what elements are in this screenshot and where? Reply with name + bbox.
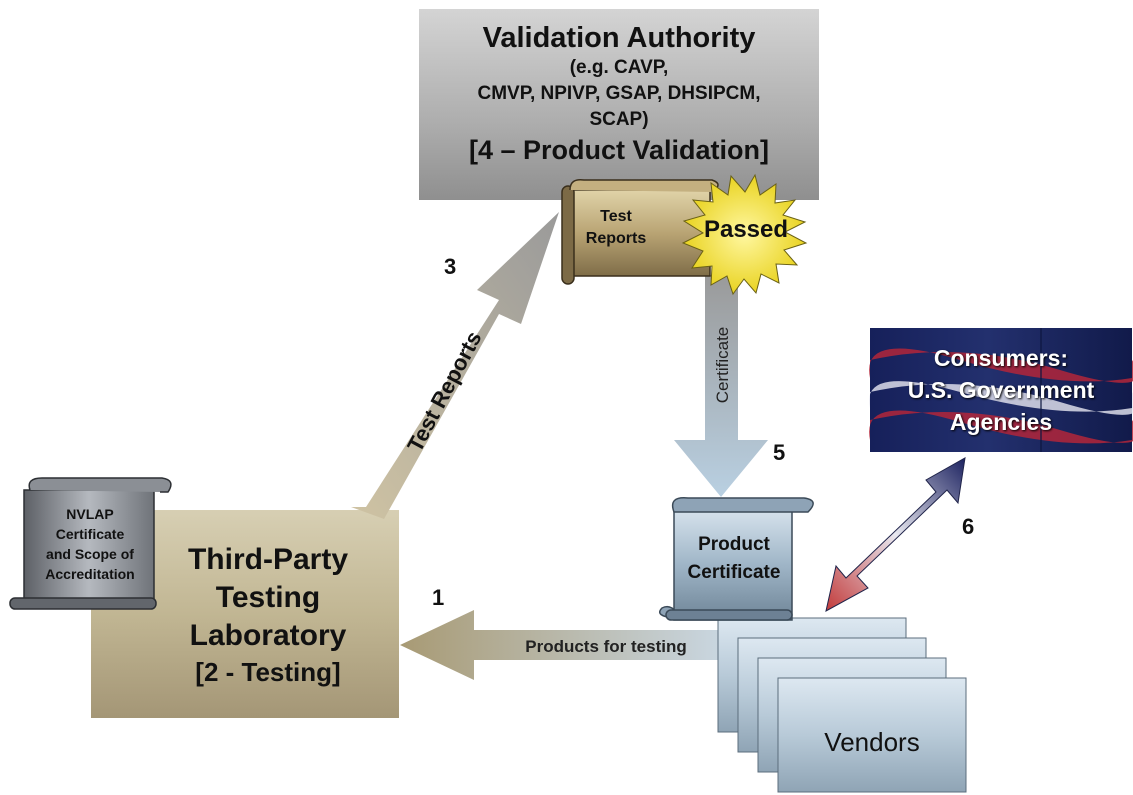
nvlap-scroll-text: NVLAP Certificate and Scope of Accredita…	[30, 496, 150, 592]
certificate-arrow	[674, 275, 768, 497]
product-certificate-line1: Product	[698, 534, 770, 555]
purchase-arrow-label: Purchase	[847, 508, 905, 569]
consumers-line2: U.S. Government	[907, 377, 1095, 403]
product-certificate-line2: Certificate	[687, 562, 781, 583]
testing-laboratory-text: Third-Party Testing Laboratory [2 - Test…	[148, 530, 388, 700]
step-number-3: 3	[444, 254, 457, 279]
nvlap-line4: Accreditation	[45, 566, 135, 582]
test-reports-line1: Test	[600, 208, 632, 225]
validation-authority-title: Validation Authority	[482, 22, 756, 54]
step-number-5: 5	[773, 440, 786, 465]
certificate-arrow-label: Certificate	[713, 327, 732, 404]
passed-starburst	[681, 173, 808, 296]
validation-authority-text: Validation Authority (e.g. CAVP, CMVP, N…	[419, 14, 819, 174]
consumers-line1: Consumers:	[933, 345, 1069, 371]
product-certificate-text: Product Certificate	[676, 528, 792, 590]
nvlap-line2: Certificate	[55, 526, 125, 542]
consumers-line3: Agencies	[949, 409, 1053, 435]
validation-authority-box	[419, 9, 819, 200]
validation-authority-step: [4 – Product Validation]	[468, 135, 770, 165]
product-certificate-scroll	[659, 497, 814, 621]
test-reports-line2: Reports	[585, 230, 647, 247]
test-reports-arrow-label: Test Reports	[402, 327, 486, 456]
nvlap-line3: and Scope of	[46, 546, 134, 562]
validation-authority-example-line1: (e.g. CAVP,	[569, 57, 669, 78]
step-number-6: 6	[962, 514, 975, 539]
nvlap-line1: NVLAP	[66, 506, 114, 522]
lab-line1: Third-Party	[187, 543, 349, 576]
step-number-1: 1	[432, 585, 445, 610]
nvlap-scroll	[9, 477, 172, 610]
lab-step: [2 - Testing]	[195, 657, 341, 687]
products-for-testing-arrow	[400, 610, 720, 680]
validation-authority-example-line3: SCAP)	[589, 109, 649, 130]
passed-badge: Passed	[703, 216, 789, 243]
validation-authority-example-line2: CMVP, NPIVP, GSAP, DHSIPCM,	[477, 83, 761, 104]
lab-line3: Laboratory	[189, 619, 347, 652]
vendors-stack	[717, 617, 967, 793]
test-reports-scroll	[561, 178, 719, 285]
products-for-testing-label: Products for testing	[525, 637, 687, 656]
consumers-flag-box	[869, 328, 1133, 452]
vendors-label: Vendors	[824, 726, 920, 757]
test-reports-arrow	[351, 212, 559, 519]
test-reports-scroll-text: Test Reports	[578, 202, 654, 254]
lab-line2: Testing	[215, 581, 321, 614]
purchase-arrow	[825, 457, 966, 612]
consumers-text: Consumers: U.S. Government Agencies	[870, 336, 1132, 444]
